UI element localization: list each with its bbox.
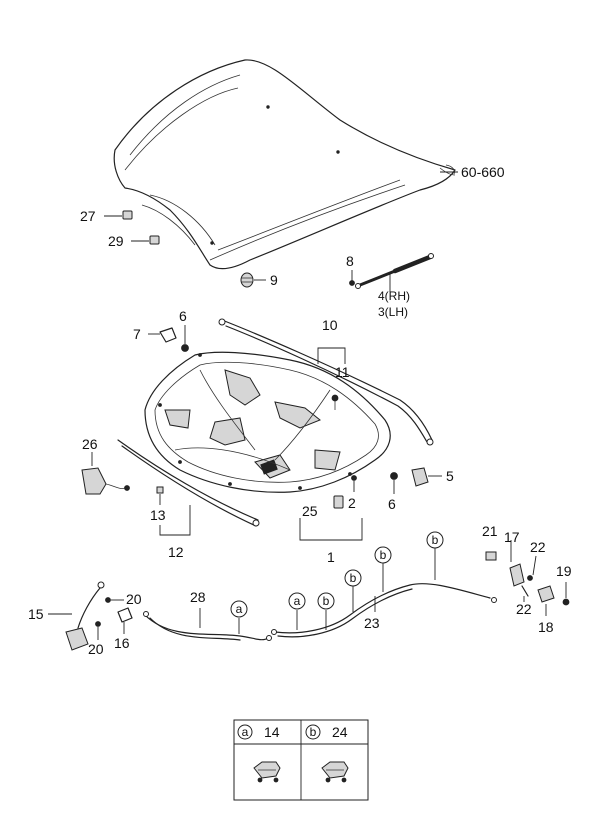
marker-b-3: b [374, 546, 392, 564]
safety-latch-17 [509, 540, 525, 587]
bolt-8 [349, 270, 355, 286]
nut-19 [562, 582, 570, 606]
bolt-21 [485, 551, 497, 561]
hood-hinge-7 [148, 327, 177, 343]
callout-21: 21 [482, 523, 498, 539]
marker-a-2: a [288, 592, 306, 610]
spring-22-upper [527, 555, 537, 581]
callout-8: 8 [346, 253, 354, 269]
callout-26: 26 [82, 436, 98, 452]
hood-seal-11 [331, 394, 339, 410]
hood-panel [113, 59, 456, 270]
callout-23: 23 [364, 615, 380, 631]
callout-27: 27 [80, 208, 96, 224]
callout-ref: 60-660 [461, 164, 505, 180]
legend-marker-b: b [305, 724, 321, 740]
callout-9: 9 [270, 272, 278, 288]
hood-bumper-9 [240, 272, 266, 288]
hood-bumper-27 [104, 210, 133, 220]
callout-20-lower: 20 [88, 641, 104, 657]
release-cable-23 [271, 583, 497, 638]
hood-insulator [144, 351, 391, 493]
callout-19: 19 [556, 563, 572, 579]
callout-3: 3(LH) [378, 305, 408, 319]
callout-25: 25 [302, 503, 318, 519]
callout-5: 5 [446, 468, 454, 484]
svg-text:a: a [236, 602, 243, 616]
legend-part-24: 24 [332, 724, 348, 740]
callout-13: 13 [150, 507, 166, 523]
callout-4: 4(RH) [378, 289, 410, 303]
marker-b-1: b [317, 592, 335, 610]
callout-20-upper: 20 [126, 591, 142, 607]
bolt-2 [351, 475, 357, 492]
callout-17: 17 [504, 529, 520, 545]
marker-b-2: b [344, 569, 362, 587]
callout-29: 29 [108, 233, 124, 249]
hood-seal-12 [117, 439, 260, 527]
svg-text:b: b [310, 725, 317, 739]
hood-bumper-29 [131, 235, 160, 245]
spring-22-lower [521, 585, 529, 602]
callout-22-upper: 22 [530, 539, 546, 555]
legend-table: a 14 b 24 [233, 719, 369, 801]
callout-2: 2 [348, 495, 356, 511]
bolt-6-lower [390, 472, 398, 494]
callout-11: 11 [335, 364, 350, 380]
screw-20-upper [105, 597, 124, 603]
legend-part-14: 14 [264, 724, 280, 740]
svg-text:b: b [380, 548, 387, 562]
striker-18 [537, 585, 555, 616]
marker-a-1: a [230, 600, 248, 618]
callout-28: 28 [190, 589, 206, 605]
svg-text:a: a [294, 594, 301, 608]
callout-18: 18 [538, 619, 554, 635]
release-handle-15 [48, 581, 105, 651]
svg-text:b: b [323, 594, 330, 608]
callout-16: 16 [114, 635, 130, 651]
clip-13 [156, 486, 164, 505]
screw-20-lower [95, 621, 101, 640]
callout-10: 10 [322, 317, 338, 333]
callout-7: 7 [133, 326, 141, 342]
clip-24-drawing [321, 761, 349, 783]
hood-hinge-5 [411, 467, 442, 487]
svg-text:b: b [432, 533, 439, 547]
callout-15: 15 [28, 606, 44, 622]
legend-marker-a: a [237, 724, 253, 740]
hood-latch-26 [81, 452, 130, 495]
marker-b-4: b [426, 531, 444, 549]
callout-1: 1 [327, 549, 335, 565]
callout-6-lower: 6 [388, 496, 396, 512]
clip-14-drawing [253, 761, 281, 783]
bracket-16 [117, 607, 133, 634]
callout-22-lower: 22 [516, 601, 532, 617]
bolt-6-upper [181, 325, 189, 352]
bumper-25 [333, 495, 344, 509]
hood-lift-support [355, 253, 434, 292]
callout-6-upper: 6 [179, 308, 187, 324]
svg-text:a: a [242, 725, 249, 739]
svg-text:b: b [350, 571, 357, 585]
hood-seal-10 [218, 318, 434, 446]
release-cable-28 [143, 608, 272, 641]
callout-12: 12 [168, 544, 184, 560]
